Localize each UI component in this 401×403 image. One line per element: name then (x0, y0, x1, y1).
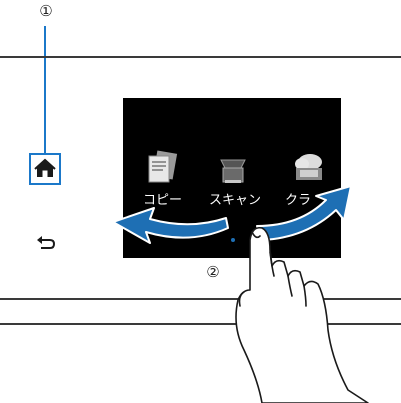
back-arrow-icon (37, 236, 56, 249)
touch-point (231, 238, 235, 242)
app-scan[interactable] (213, 150, 253, 190)
swipe-left-arrow (112, 207, 229, 244)
swipe-right-arrow (256, 185, 352, 241)
app-copy[interactable] (141, 148, 181, 188)
scanner-icon (220, 159, 246, 183)
app-cloud[interactable] (288, 148, 328, 188)
callout-1-leader-line (44, 26, 46, 153)
pointing-hand-icon (235, 226, 369, 403)
callout-2: ② (206, 263, 220, 281)
home-button[interactable] (29, 153, 61, 185)
home-icon (34, 158, 56, 177)
app-label-scan: スキャン (209, 193, 262, 208)
panel-top-edge (0, 56, 401, 58)
app-label-copy: コピー (143, 193, 183, 208)
panel-bottom-edge (0, 323, 401, 325)
app-label-cloud: クラ (285, 193, 312, 208)
copy-icon (148, 150, 178, 183)
cloud-print-icon (295, 154, 322, 180)
back-button[interactable] (35, 233, 57, 253)
callout-1: ① (39, 2, 53, 20)
panel-lower-edge (0, 298, 401, 300)
